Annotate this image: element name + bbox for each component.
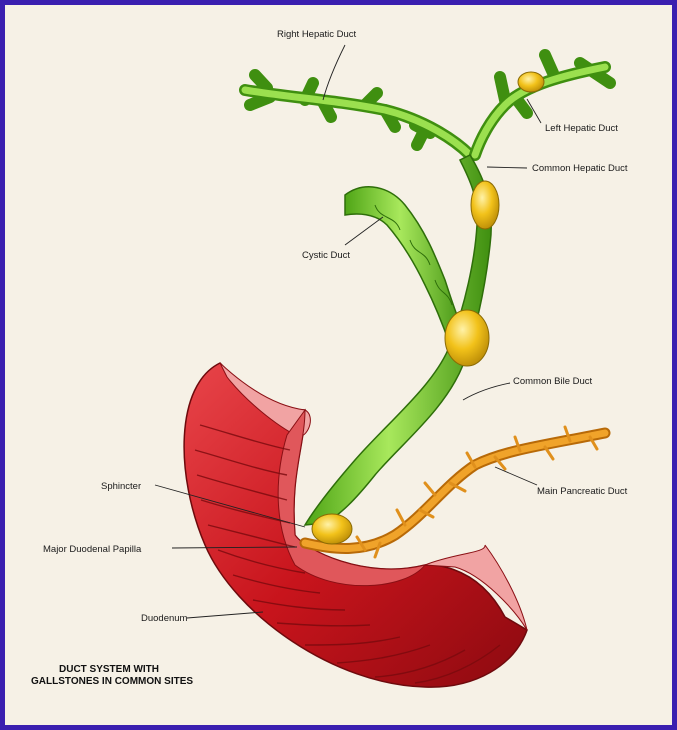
label-sphincter: Sphincter: [101, 481, 141, 492]
label-common-hepatic-duct: Common Hepatic Duct: [532, 163, 628, 174]
label-main-pancreatic-duct: Main Pancreatic Duct: [537, 486, 628, 497]
gallstone-common-hepatic: [471, 181, 499, 229]
duodenum-shape: [184, 363, 527, 687]
gallstone-common-bile: [445, 310, 489, 366]
label-right-hepatic-duct: Right Hepatic Duct: [277, 29, 357, 40]
label-duodenum: Duodenum: [141, 613, 188, 624]
label-cystic-duct: Cystic Duct: [302, 250, 350, 261]
diagram-frame: Right Hepatic Duct Left Hepatic Duct Com…: [5, 5, 672, 725]
label-major-duodenal-papilla: Major Duodenal Papilla: [43, 544, 142, 555]
gallstone-sphincter: [312, 514, 352, 544]
caption-line-1: DUCT SYSTEM WITH: [59, 664, 159, 675]
label-common-bile-duct: Common Bile Duct: [513, 376, 593, 387]
gallstone-left-hepatic: [518, 72, 544, 92]
label-left-hepatic-duct: Left Hepatic Duct: [545, 123, 618, 134]
biliary-duct-illustration: Right Hepatic Duct Left Hepatic Duct Com…: [5, 5, 672, 725]
caption-line-2: GALLSTONES IN COMMON SITES: [31, 676, 193, 687]
